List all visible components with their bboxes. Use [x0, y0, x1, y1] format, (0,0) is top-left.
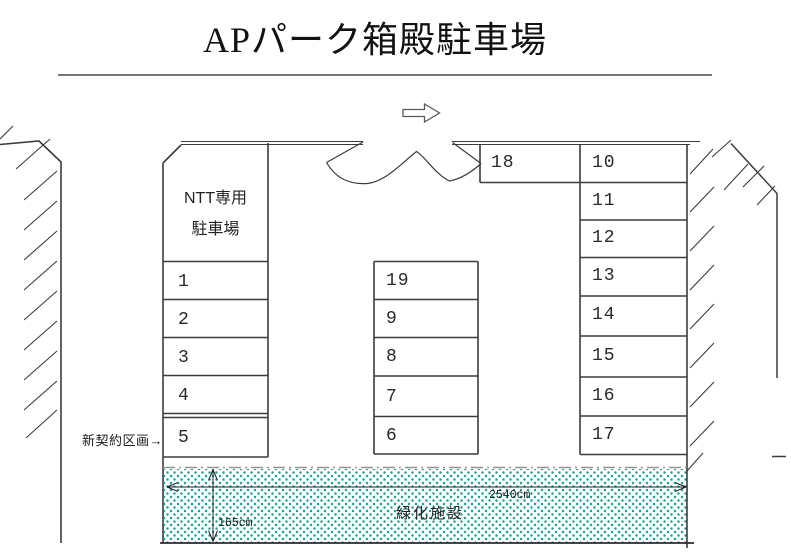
- width-dimension-label: 2540cm: [489, 489, 531, 502]
- space-label-9: 9: [386, 309, 398, 329]
- space-label-19: 19: [386, 271, 410, 291]
- new-contract-annotation: 新契約区画→: [81, 433, 163, 448]
- space-label-14: 14: [592, 305, 616, 325]
- dimension-arrows: [166, 469, 687, 542]
- space-label-8: 8: [386, 347, 398, 367]
- space-label-5: 5: [178, 428, 190, 448]
- ntt-reserved-area-label: NTT専用 駐車場: [163, 183, 268, 245]
- ntt-label-line2: 駐車場: [191, 221, 240, 238]
- entrance-wave: [325, 141, 482, 185]
- space-label-11: 11: [592, 191, 616, 211]
- space-label-18: 18: [491, 153, 515, 173]
- space-label-10: 10: [592, 153, 616, 173]
- left-wall-hatching: [0, 125, 58, 439]
- block-arrow-right-icon: [402, 102, 441, 124]
- greening-area: [164, 469, 687, 543]
- right-column-grid: [479, 144, 688, 548]
- right-boundary: [730, 142, 786, 458]
- space-label-3: 3: [178, 348, 190, 368]
- right-wall-hatching: [686, 139, 776, 472]
- space-label-7: 7: [386, 387, 398, 407]
- space-label-16: 16: [592, 386, 616, 406]
- space-label-12: 12: [592, 228, 616, 248]
- greening-facility-label: 緑化施設: [395, 505, 464, 522]
- middle-column-grid: [373, 260, 479, 455]
- left-wall: [0, 140, 62, 543]
- space-label-2: 2: [178, 310, 190, 330]
- space-label-1: 1: [178, 272, 190, 292]
- space-label-13: 13: [592, 266, 616, 286]
- page-title: APパーク箱殿駐車場: [202, 20, 548, 60]
- ntt-label-line1: NTT専用: [183, 190, 248, 207]
- space-label-6: 6: [386, 426, 398, 446]
- space-label-17: 17: [592, 425, 616, 445]
- top-wall: [181, 140, 700, 146]
- left-column-grid: [162, 143, 269, 543]
- depth-dimension-label: 165cm: [218, 517, 253, 530]
- space-label-4: 4: [178, 386, 190, 406]
- space-label-15: 15: [592, 346, 616, 366]
